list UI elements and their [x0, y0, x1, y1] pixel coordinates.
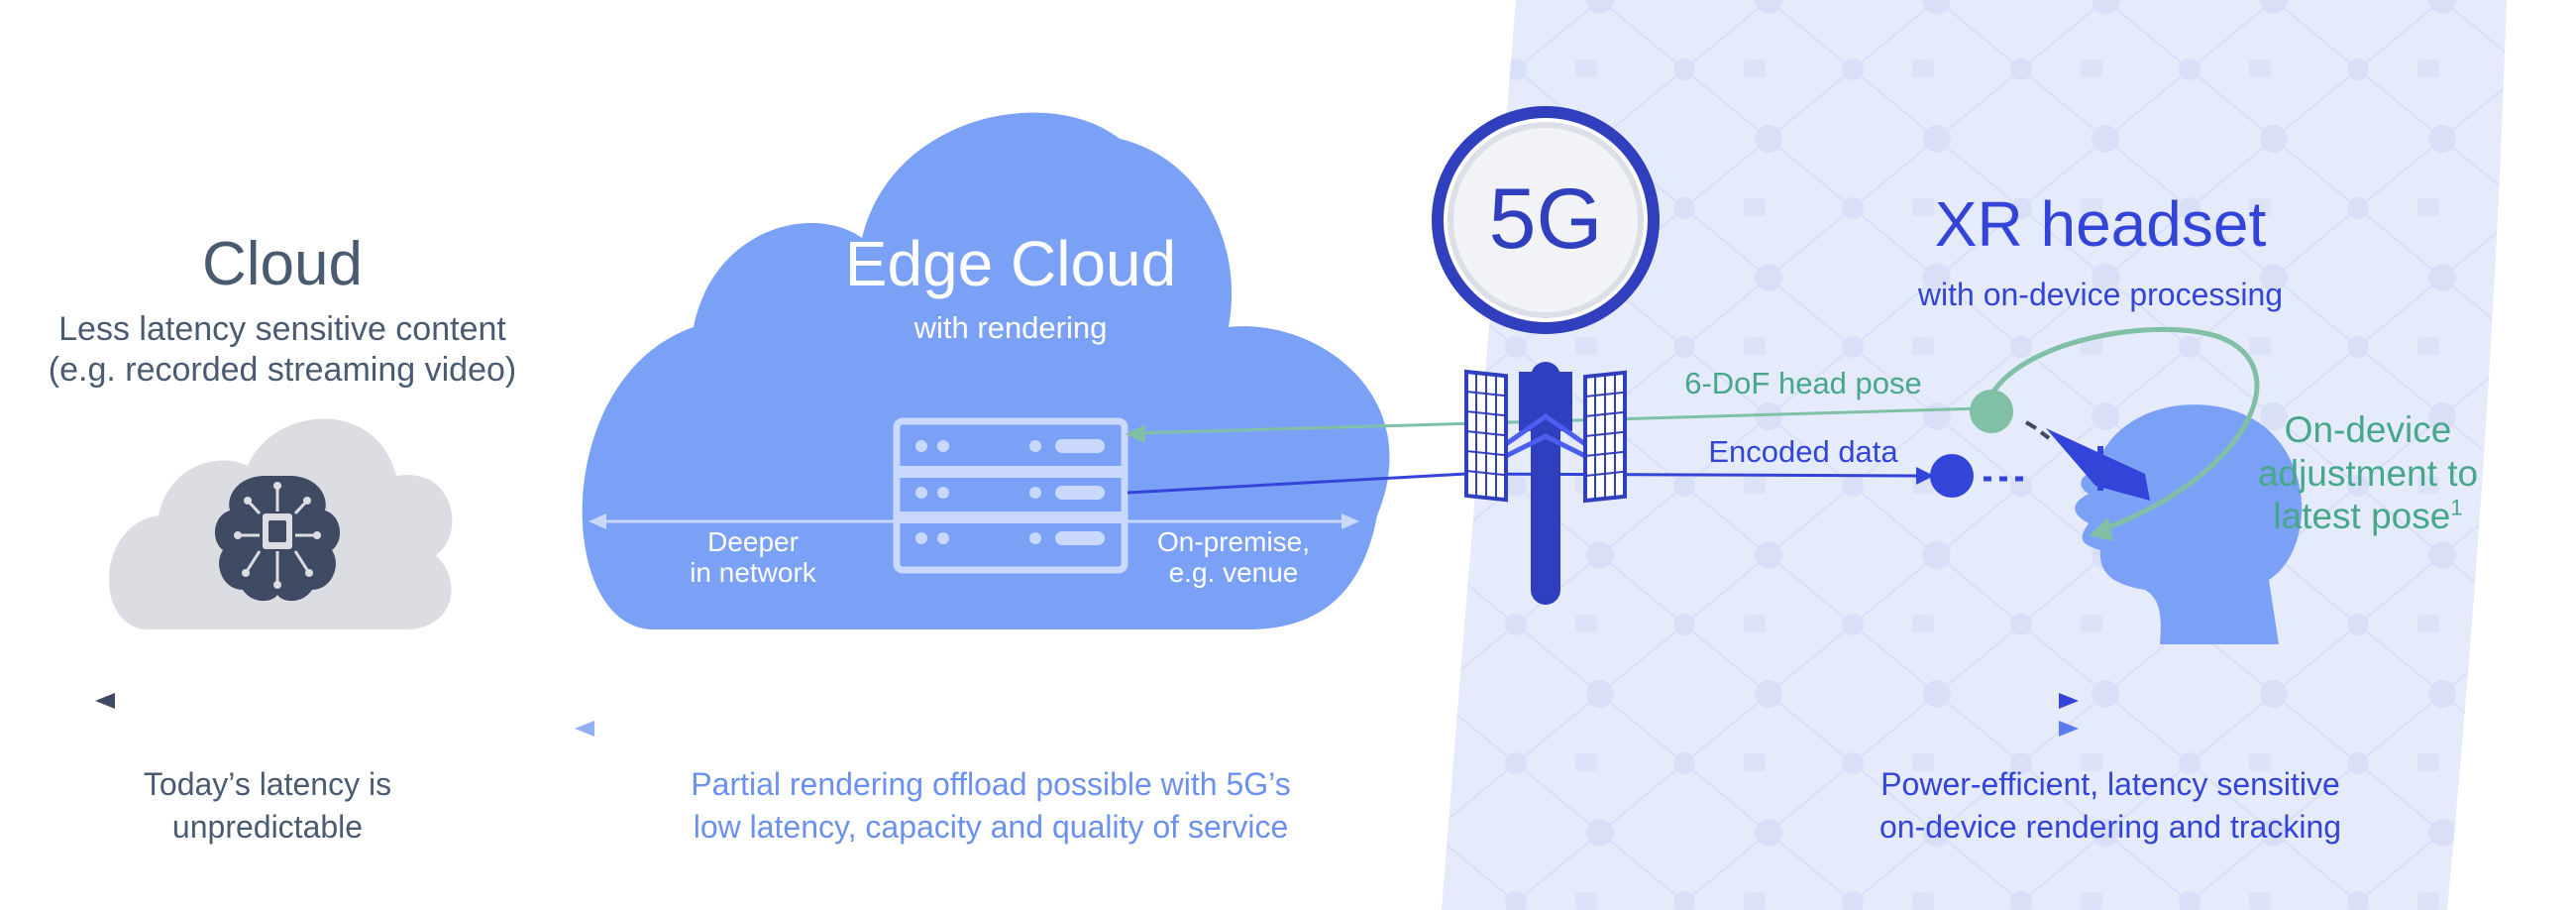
encoded-data-label: Encoded data	[1708, 434, 1898, 469]
today-line1: Today’s latency is	[143, 766, 392, 802]
latency-range-arrow-main	[95, 693, 2079, 709]
power-line2: on-device rendering and tracking	[1878, 809, 2342, 846]
cloud-subtitle-line2: (e.g. recorded streaming video)	[48, 350, 517, 389]
head-pose-sensor-dot	[1970, 390, 2051, 440]
xr-headset-subtitle: with on-device processing	[1917, 277, 2284, 312]
today-latency-caption: Today’s latency is unpredictable	[79, 763, 456, 849]
partial-line2: low latency, capacity and quality of ser…	[693, 809, 1289, 846]
brain-chip-icon	[214, 476, 341, 602]
adjust-line3: latest pose	[2273, 496, 2451, 537]
pose-adjustment-arrow	[1990, 326, 2260, 541]
on-device-adjustment-label: On-device adjustment to latest pose1	[2219, 408, 2517, 538]
xr-headset-title: XR headset	[1934, 188, 2267, 260]
cloud-title: Cloud	[202, 230, 363, 298]
5g-label: 5G	[1488, 171, 1603, 267]
adjust-line2: adjustment to	[2257, 452, 2479, 494]
cloud-subtitle: Less latency sensitive content (e.g. rec…	[20, 309, 545, 391]
cloud-subtitle-line1: Less latency sensitive content	[58, 310, 506, 348]
adjust-line1: On-device	[2284, 409, 2452, 450]
user-head-icon	[2075, 404, 2303, 644]
edge-cloud-subtitle: with rendering	[913, 310, 1108, 345]
encoded-data-dot	[1930, 454, 2023, 498]
latency-range-arrow-edge	[575, 721, 2079, 737]
5g-badge	[1432, 106, 1660, 334]
edge-cloud-title: Edge Cloud	[844, 228, 1177, 299]
onprem-label-line2: e.g. venue	[1168, 556, 1299, 588]
power-efficient-caption: Power-efficient, latency sensitive on-de…	[1823, 763, 2398, 849]
partial-offload-caption: Partial rendering offload possible with …	[634, 763, 1347, 849]
deeper-label-line1: Deeper	[707, 526, 799, 557]
server-icon	[893, 417, 1128, 574]
power-line1: Power-efficient, latency sensitive	[1880, 766, 2340, 802]
today-line2: unpredictable	[171, 809, 364, 846]
deeper-label-line2: in network	[690, 556, 816, 588]
xr-glasses-icon	[2046, 428, 2150, 501]
on-premise-label: On-premise, e.g. venue	[1100, 526, 1367, 589]
deeper-in-network-label: Deeper in network	[654, 526, 852, 589]
cell-tower-icon	[1464, 362, 1627, 605]
edge-cloud-shape	[582, 112, 1390, 629]
partial-line1: Partial rendering offload possible with …	[691, 766, 1291, 802]
head-pose-label: 6-DoF head pose	[1684, 366, 1922, 400]
onprem-label-line1: On-premise,	[1156, 526, 1311, 557]
footnote-marker: 1	[2450, 495, 2463, 520]
